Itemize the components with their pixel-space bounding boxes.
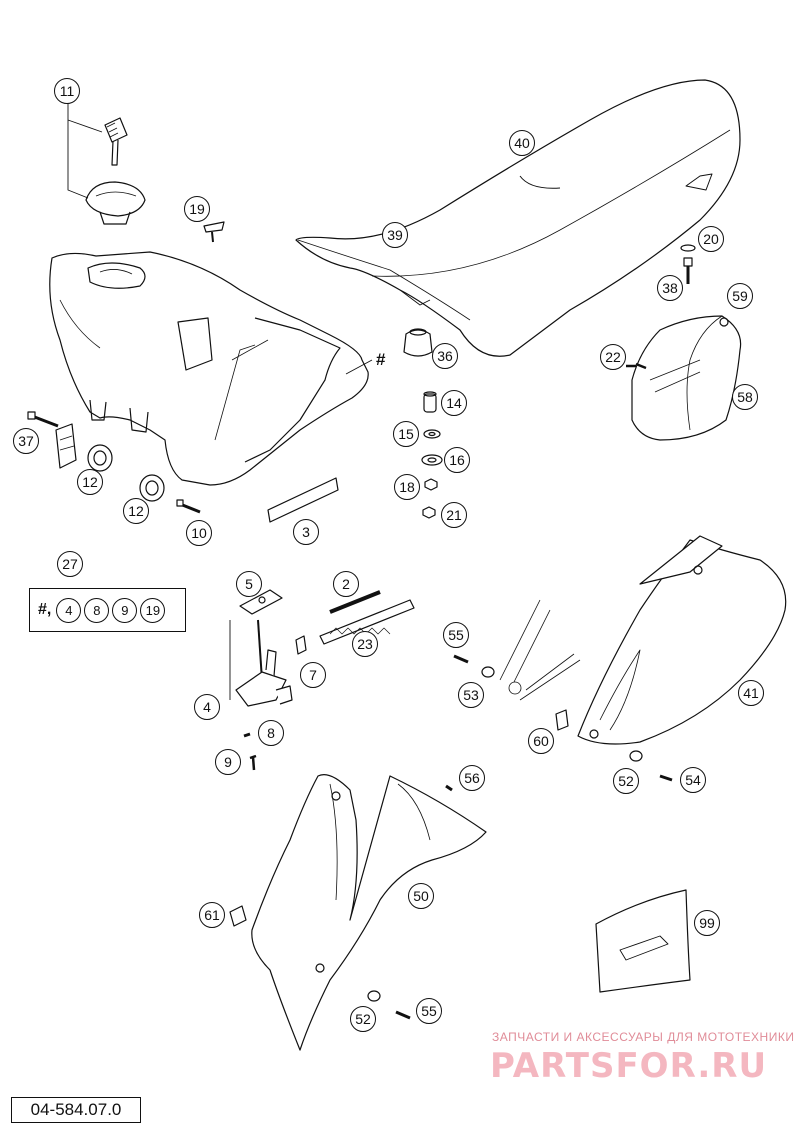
fuel-tap-part	[229, 589, 293, 707]
callout-3[interactable]: 3	[293, 519, 319, 545]
callout-38[interactable]: 38	[657, 275, 683, 301]
callout-20[interactable]: 20	[698, 226, 724, 252]
spoiler-50-part	[251, 774, 487, 1051]
callout-8[interactable]: 8	[258, 720, 284, 746]
callout-2[interactable]: 2	[333, 571, 359, 597]
kit-item-8[interactable]: 8	[84, 597, 110, 623]
callout-60[interactable]: 60	[528, 728, 554, 754]
callout-19[interactable]: 19	[184, 196, 210, 222]
screw-19-part	[203, 221, 225, 243]
callout-53[interactable]: 53	[458, 682, 484, 708]
callout-55a[interactable]: 55	[443, 622, 469, 648]
kit-contents-box: #, 4 8 9 19	[29, 588, 186, 632]
callout-9[interactable]: 9	[215, 749, 241, 775]
side-cover-41-part	[577, 535, 787, 745]
callout-54[interactable]: 54	[680, 767, 706, 793]
fuel-tank-part	[49, 251, 369, 486]
callout-58[interactable]: 58	[732, 384, 758, 410]
hash-marker: #	[376, 350, 386, 369]
fuel-cap-part	[85, 181, 146, 225]
bolt-38-part	[680, 244, 696, 284]
callout-23[interactable]: 23	[352, 631, 378, 657]
callout-37[interactable]: 37	[13, 428, 39, 454]
drawing-number: 04-584.07.0	[11, 1097, 141, 1123]
callout-50[interactable]: 50	[408, 883, 434, 909]
frame-reference-part	[499, 599, 581, 701]
callout-18[interactable]: 18	[394, 474, 420, 500]
callout-7[interactable]: 7	[300, 662, 326, 688]
seat-part	[295, 79, 741, 357]
kit-item-4[interactable]: 4	[56, 597, 82, 623]
callout-56[interactable]: 56	[459, 765, 485, 791]
buffer-36-part	[403, 328, 433, 357]
grommet-12-parts	[87, 444, 165, 502]
callout-59[interactable]: 59	[727, 283, 753, 309]
callout-10[interactable]: 10	[186, 520, 212, 546]
decal-99-part	[595, 889, 691, 993]
callout-52b[interactable]: 52	[350, 1006, 376, 1032]
callout-12b[interactable]: 12	[123, 498, 149, 524]
callout-15[interactable]: 15	[393, 421, 419, 447]
callout-21[interactable]: 21	[441, 502, 467, 528]
callout-55b[interactable]: 55	[416, 998, 442, 1024]
watermark-tagline: ЗАПЧАСТИ И АКСЕССУАРЫ ДЛЯ МОТОТЕХНИКИ	[492, 1030, 795, 1044]
callout-14[interactable]: 14	[441, 390, 467, 416]
callout-16[interactable]: 16	[444, 447, 470, 473]
kit-item-9[interactable]: 9	[112, 597, 138, 623]
callout-40[interactable]: 40	[509, 130, 535, 156]
callout-36[interactable]: 36	[432, 343, 458, 369]
callout-41[interactable]: 41	[738, 680, 764, 706]
callout-4[interactable]: 4	[194, 694, 220, 720]
hose-23-part	[319, 590, 415, 645]
callout-39[interactable]: 39	[382, 222, 408, 248]
kit-prefix: #,	[38, 601, 52, 618]
callout-12a[interactable]: 12	[77, 469, 103, 495]
callout-5[interactable]: 5	[236, 571, 262, 597]
kit-item-19[interactable]: 19	[140, 597, 166, 623]
callout-22[interactable]: 22	[600, 344, 626, 370]
watermark-logo: PARTSFOR.RU	[490, 1046, 768, 1086]
callout-11[interactable]: 11	[54, 78, 80, 104]
callout-99[interactable]: 99	[694, 910, 720, 936]
small-hardware-parts	[421, 391, 443, 519]
bolt-37-part	[27, 411, 77, 469]
callout-52a[interactable]: 52	[613, 768, 639, 794]
strip-3-part	[267, 477, 339, 523]
callout-61[interactable]: 61	[199, 902, 225, 928]
callout-27[interactable]: 27	[57, 551, 83, 577]
tool-bag-58-part	[631, 315, 742, 441]
key-part	[104, 117, 128, 166]
